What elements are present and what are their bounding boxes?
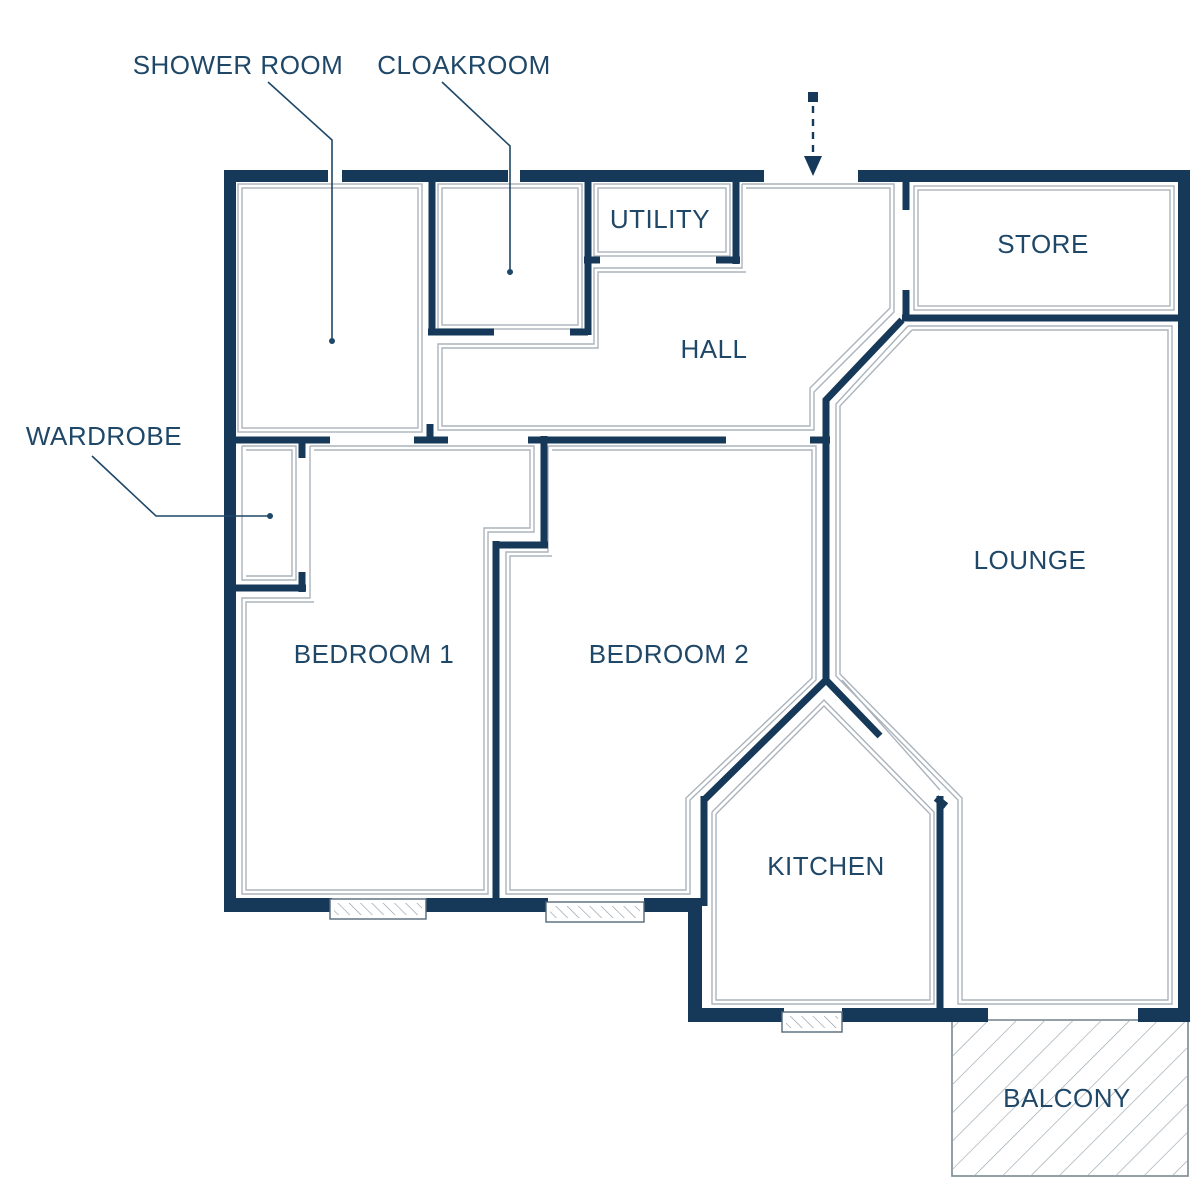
label-bedroom-2: BEDROOM 2 <box>589 639 750 669</box>
entrance-arrow-icon <box>804 92 822 176</box>
windows <box>329 898 843 1033</box>
label-shower-room: SHOWER ROOM <box>133 50 344 80</box>
label-wardrobe: WARDROBE <box>26 421 182 451</box>
exterior-walls <box>224 170 1190 1022</box>
room-labels: SHOWER ROOM CLOAKROOM UTILITY STORE HALL… <box>26 50 1131 1113</box>
interior-walls <box>236 182 1182 1012</box>
label-utility: UTILITY <box>610 204 710 234</box>
label-leaders <box>91 81 513 519</box>
label-store: STORE <box>997 229 1089 259</box>
balcony-area <box>951 1019 1189 1177</box>
inner-outlines <box>237 183 1175 1005</box>
label-kitchen: KITCHEN <box>767 851 885 881</box>
label-lounge: LOUNGE <box>974 545 1087 575</box>
label-cloakroom: CLOAKROOM <box>377 50 551 80</box>
label-hall: HALL <box>680 334 747 364</box>
label-bedroom-1: BEDROOM 1 <box>294 639 455 669</box>
label-balcony: BALCONY <box>1003 1083 1131 1113</box>
